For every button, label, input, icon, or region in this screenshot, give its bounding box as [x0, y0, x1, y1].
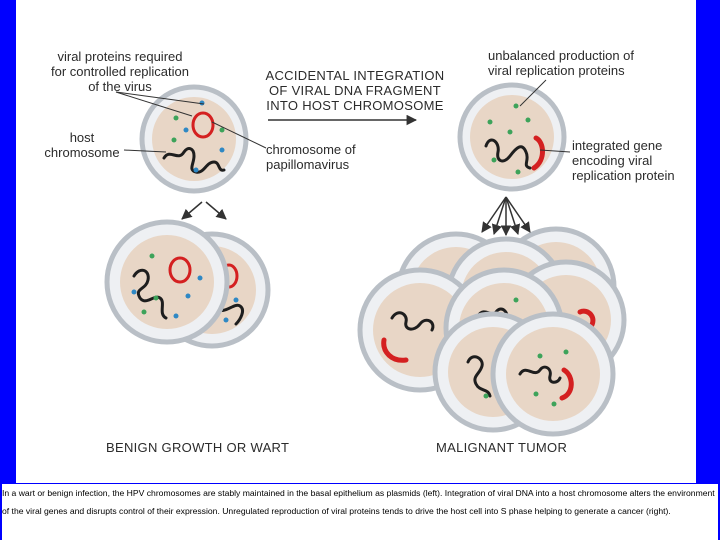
label-host-chromosome: host chromosome — [44, 130, 120, 160]
label-integrated-gene: integrated gene encoding viral replicati… — [572, 138, 675, 183]
figure-caption: In a wart or benign infection, the HPV c… — [2, 484, 718, 540]
hpv-diagram — [104, 79, 627, 437]
pointer-unbalanced — [519, 79, 547, 107]
label-malignant-tumor: MALIGNANT TUMOR — [436, 440, 568, 455]
division-arrow-left — [181, 201, 203, 220]
infected-cell — [139, 84, 249, 194]
label-papillomavirus-chromosome: chromosome of papillomavirus — [266, 142, 356, 172]
pointer-viral-proteins-1 — [115, 91, 193, 117]
benign-cell-front — [104, 219, 230, 345]
tumor-cell-8 — [490, 311, 616, 437]
diagram-panel: viral proteins required for controlled r… — [16, 0, 696, 483]
label-benign-growth: BENIGN GROWTH OR WART — [106, 440, 290, 455]
division-arrow-right — [205, 201, 227, 220]
label-unbalanced-production: unbalanced production of viral replicati… — [488, 48, 635, 78]
pointer-integrated-gene — [539, 149, 571, 153]
label-viral-proteins: viral proteins required for controlled r… — [50, 49, 190, 94]
transformed-cell — [457, 82, 567, 192]
pointer-host-chromosome — [123, 149, 167, 153]
label-accidental-integration: ACCIDENTAL INTEGRATION OF VIRAL DNA FRAG… — [265, 68, 445, 113]
proliferation-arrows — [481, 196, 531, 237]
pointer-papillomavirus — [211, 121, 267, 149]
pointer-viral-proteins-2 — [115, 91, 205, 105]
